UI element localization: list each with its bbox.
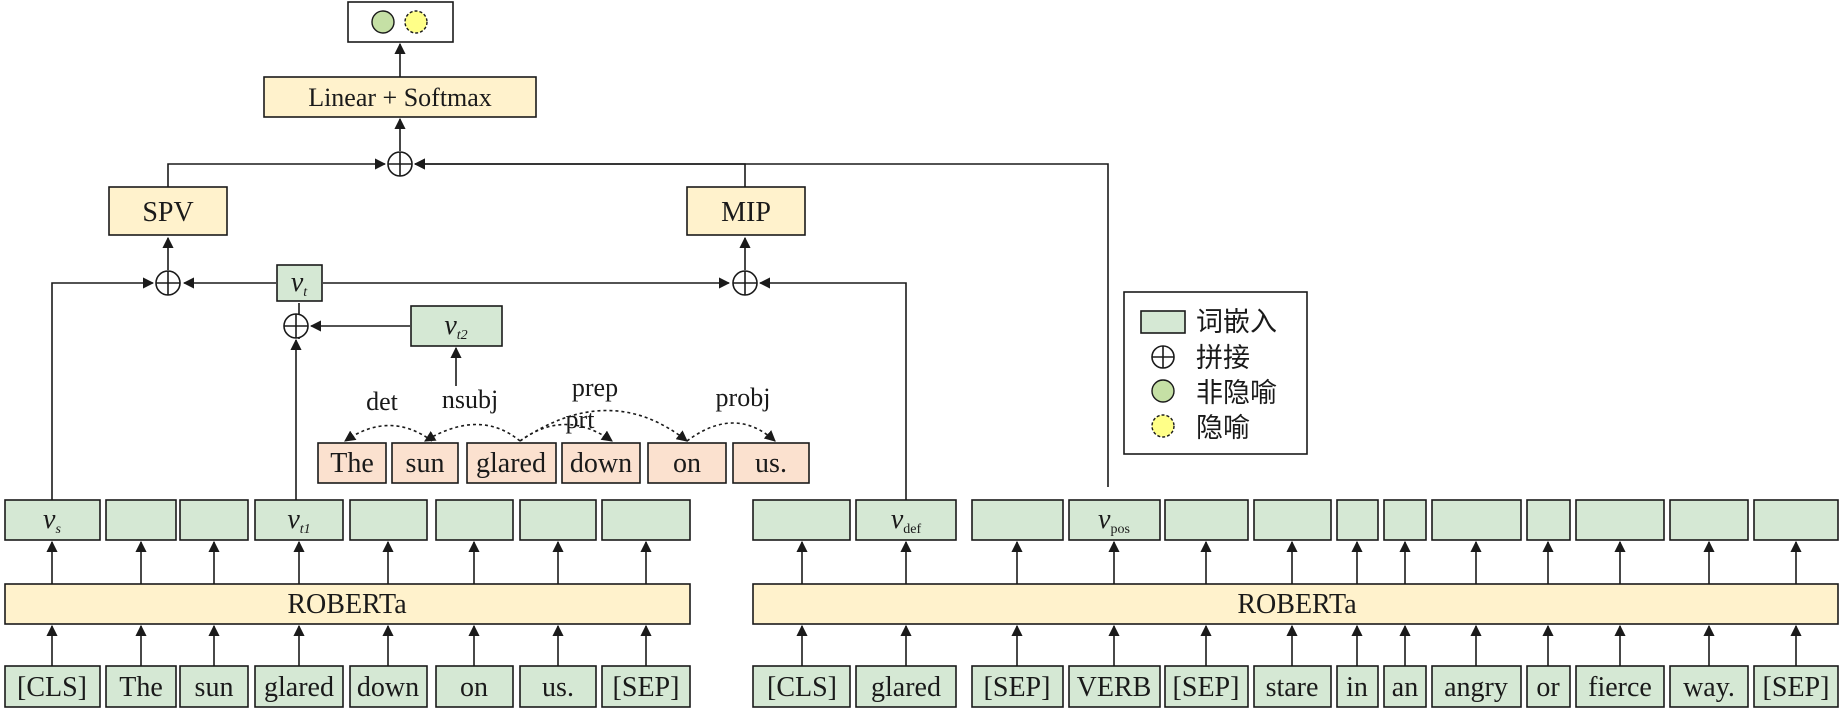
embedding bbox=[435, 499, 514, 541]
embedding bbox=[1575, 499, 1665, 541]
embedding-vdef bbox=[855, 499, 957, 541]
left-encoder bbox=[4, 583, 691, 625]
dep-label-nsubj: nsubj bbox=[442, 385, 498, 414]
embedding bbox=[1383, 499, 1427, 541]
spv-label: SPV bbox=[142, 197, 193, 228]
token: way. bbox=[1683, 672, 1735, 703]
token: fierce bbox=[1588, 672, 1652, 703]
embedding bbox=[349, 499, 428, 541]
embedding bbox=[1669, 499, 1749, 541]
embedding bbox=[752, 499, 851, 541]
linear-softmax-label: Linear + Softmax bbox=[308, 83, 492, 112]
token: [SEP] bbox=[1173, 672, 1240, 703]
token: in bbox=[1346, 672, 1368, 703]
legend-embedding-swatch bbox=[1140, 310, 1186, 334]
vdef-label: vdef bbox=[891, 504, 922, 537]
dep-label-prt: prt bbox=[566, 405, 596, 434]
concat-top bbox=[387, 151, 413, 177]
embedding bbox=[1336, 499, 1379, 541]
token: VERB bbox=[1077, 672, 1152, 703]
right-encoder-arrows bbox=[796, 540, 1802, 584]
token: or bbox=[1536, 672, 1560, 703]
dep-word: on bbox=[673, 448, 701, 479]
dep-label-det: det bbox=[366, 387, 399, 416]
dep-word: down bbox=[570, 448, 632, 479]
token: down bbox=[357, 672, 419, 703]
vt1-label: vt1 bbox=[287, 504, 310, 537]
left-embedding-row: vs vt1 bbox=[4, 499, 691, 541]
embedding bbox=[971, 499, 1064, 541]
token: [SEP] bbox=[1763, 672, 1830, 703]
token: us. bbox=[542, 672, 574, 703]
right-token-row: [CLS] glared [SEP] VERB [SEP] stare in a… bbox=[752, 665, 1839, 708]
embedding bbox=[601, 499, 691, 541]
right-token-arrows bbox=[796, 624, 1802, 666]
dep-word: sun bbox=[406, 448, 445, 479]
embedding-vt1 bbox=[254, 499, 344, 541]
concat-mip bbox=[732, 270, 758, 296]
token: glared bbox=[264, 672, 334, 703]
left-encoder-arrows bbox=[46, 540, 652, 584]
embedding bbox=[179, 499, 249, 541]
token: sun bbox=[195, 672, 234, 703]
embedding bbox=[519, 499, 597, 541]
linear-softmax-box bbox=[263, 76, 537, 118]
token: angry bbox=[1444, 672, 1508, 703]
spv-box bbox=[108, 186, 228, 236]
dep-label-probj: probj bbox=[716, 383, 771, 412]
embedding bbox=[1753, 499, 1839, 541]
vs-label: vs bbox=[43, 504, 61, 537]
token: [CLS] bbox=[767, 672, 837, 703]
right-encoder-label: ROBERTa bbox=[1237, 589, 1357, 620]
token: [CLS] bbox=[17, 672, 87, 703]
vt-label: vt bbox=[291, 267, 308, 300]
legend: 词嵌入 拼接 非隐喻 隐喻 bbox=[1123, 291, 1308, 455]
embedding-vt2 bbox=[410, 305, 503, 347]
legend-metaphor-icon bbox=[1151, 414, 1175, 438]
dep-word: us. bbox=[755, 448, 787, 479]
legend-non-metaphor-icon bbox=[1151, 379, 1175, 403]
legend-embedding-label: 词嵌入 bbox=[1196, 307, 1277, 337]
dep-label-prep: prep bbox=[572, 373, 618, 402]
right-embedding-row: vdef vpos bbox=[752, 499, 1839, 541]
mip-label: MIP bbox=[721, 197, 771, 228]
embedding-vt bbox=[276, 264, 323, 302]
dep-word: The bbox=[330, 448, 374, 479]
token: on bbox=[460, 672, 488, 703]
legend-metaphor-label: 隐喻 bbox=[1196, 413, 1250, 443]
embedding bbox=[1164, 499, 1249, 541]
non-metaphor-circle bbox=[371, 10, 395, 34]
metaphor-circle bbox=[404, 10, 428, 34]
embedding bbox=[1253, 499, 1332, 541]
embedding-vs bbox=[4, 499, 101, 541]
token: an bbox=[1392, 672, 1418, 703]
embedding-vpos bbox=[1068, 499, 1161, 541]
dependency-tree: The sun glared down on us. det nsubj pre… bbox=[317, 373, 810, 484]
embedding bbox=[105, 499, 177, 541]
legend-non-metaphor-label: 非隐喻 bbox=[1196, 378, 1277, 408]
dep-word: glared bbox=[476, 448, 546, 479]
token: stare bbox=[1266, 672, 1319, 703]
legend-concat-icon bbox=[1151, 345, 1175, 369]
legend-concat-label: 拼接 bbox=[1196, 343, 1250, 373]
embedding bbox=[1526, 499, 1571, 541]
embedding bbox=[1431, 499, 1522, 541]
left-encoder-label: ROBERTa bbox=[287, 589, 407, 620]
token: glared bbox=[871, 672, 941, 703]
token: [SEP] bbox=[984, 672, 1051, 703]
output-box bbox=[347, 1, 454, 43]
vt2-label: vt2 bbox=[444, 310, 467, 343]
concat-spv bbox=[155, 270, 181, 296]
right-encoder bbox=[752, 583, 1839, 625]
token: The bbox=[119, 672, 163, 703]
concat-vt bbox=[283, 313, 309, 339]
mip-box bbox=[686, 186, 806, 236]
vpos-label: vpos bbox=[1098, 504, 1130, 537]
left-token-row: [CLS] The sun glared down on us. [SEP] bbox=[4, 665, 691, 708]
left-token-arrows bbox=[46, 624, 652, 666]
token: [SEP] bbox=[613, 672, 680, 703]
